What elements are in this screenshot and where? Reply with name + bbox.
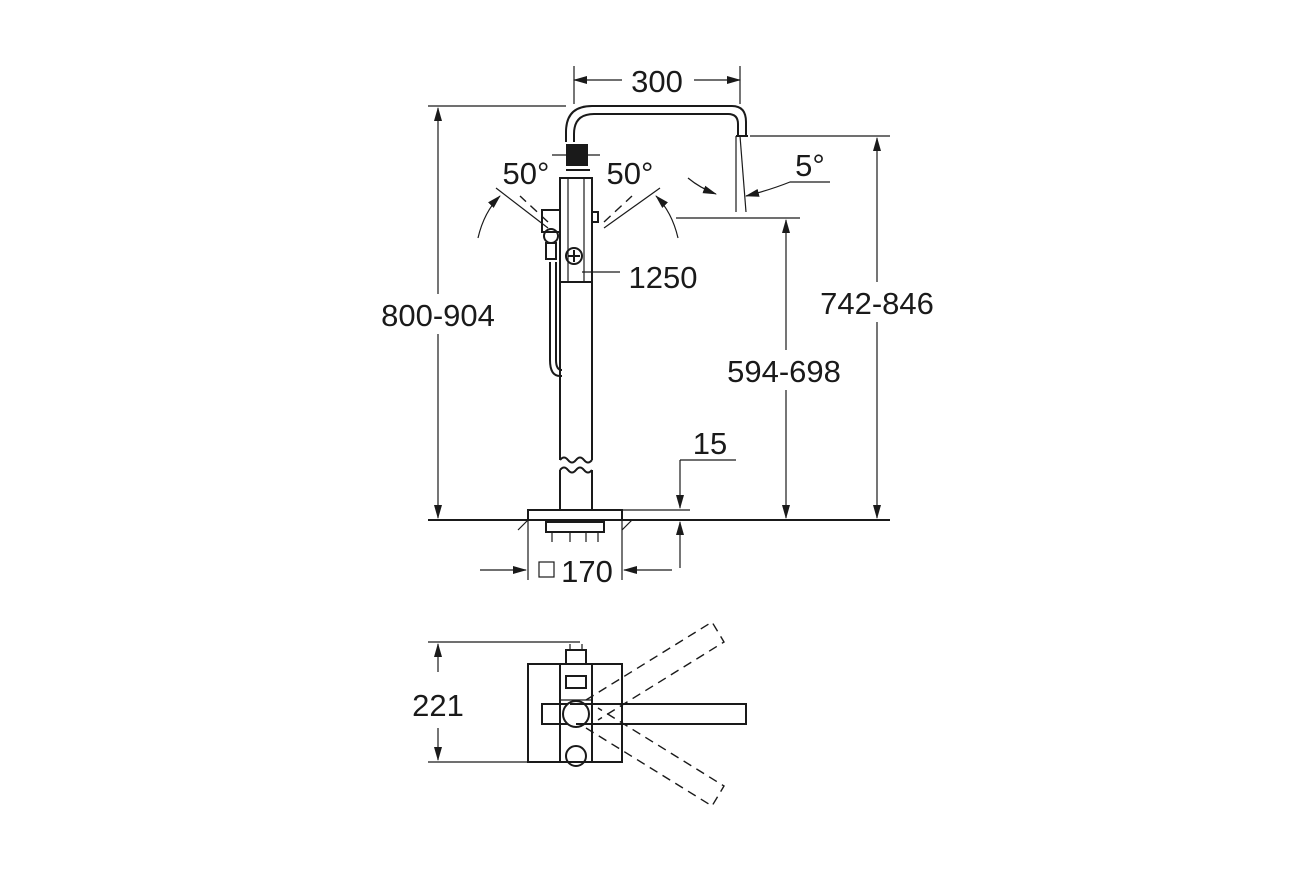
label-handle-angle-right: 50° — [607, 156, 654, 191]
dim-base-square: 170 — [480, 520, 672, 589]
elevation-view: 300 800-904 742-846 594-698 — [381, 64, 934, 589]
square-symbol-icon — [538, 561, 555, 578]
spout-rotation-dashed — [585, 621, 725, 807]
handshower-holder — [541, 209, 583, 265]
swivel-joint — [552, 144, 600, 179]
label-base-square: 170 — [561, 554, 613, 589]
dim-spout-reach: 300 — [573, 64, 741, 104]
label-hose-length: 1250 — [629, 260, 698, 295]
dim-hose-length: 1250 — [582, 260, 697, 295]
dim-plan-depth: 221 — [412, 641, 580, 763]
label-holder-height: 594-698 — [727, 354, 841, 389]
label-total-height: 800-904 — [381, 298, 495, 333]
spout — [565, 105, 748, 142]
mixer-body — [559, 177, 599, 283]
label-spout-outlet-height: 742-846 — [820, 286, 934, 321]
label-spout-reach: 300 — [631, 64, 683, 99]
dim-floor-offset: 15 — [622, 426, 736, 568]
dim-spout-tilt: 5° — [687, 135, 830, 213]
dim-handle-angles: 50° 50° — [477, 156, 679, 239]
plan-view: 221 — [412, 621, 747, 807]
label-plan-depth: 221 — [412, 688, 464, 723]
dim-total-height: 800-904 — [381, 105, 566, 519]
dim-spout-outlet-height: 742-846 — [750, 135, 934, 519]
riser-column — [559, 281, 593, 510]
label-floor-offset: 15 — [693, 426, 727, 461]
base-plate — [517, 509, 633, 542]
hose — [549, 262, 562, 377]
label-handle-angle-left: 50° — [503, 156, 550, 191]
label-spout-tilt: 5° — [795, 148, 825, 183]
dim-holder-height: 594-698 — [676, 217, 841, 519]
